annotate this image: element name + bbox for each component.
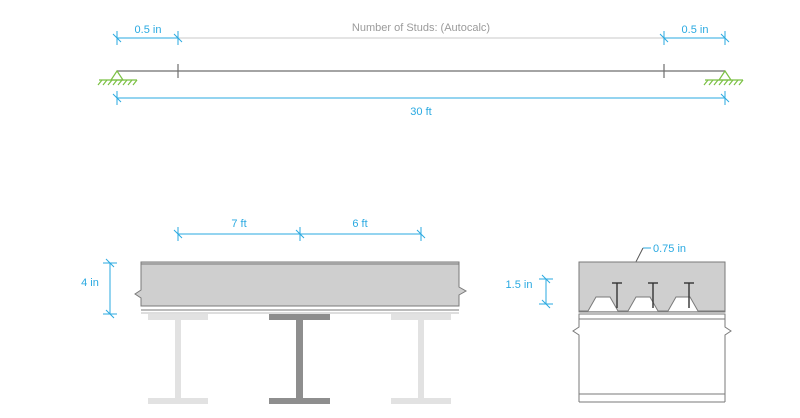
detail-top-flange	[578, 313, 726, 320]
left-adjacent-beam	[148, 314, 208, 404]
deck-detail: 0.75 in 1.5 in	[506, 243, 732, 403]
deck-height-label: 1.5 in	[506, 279, 533, 291]
main-beam	[269, 314, 330, 404]
right-offset-label: 0.5 in	[682, 24, 709, 36]
detail-web-right-break	[724, 319, 732, 402]
spacing-left-label: 7 ft	[231, 218, 246, 230]
slab-thickness-label: 4 in	[81, 277, 99, 289]
left-offset-label: 0.5 in	[135, 24, 162, 36]
shear-studs	[612, 282, 694, 308]
span-label: 30 ft	[410, 106, 431, 118]
left-pin-support-icon	[97, 69, 138, 86]
stud-diameter-label: 0.75 in	[653, 243, 686, 255]
right-adjacent-beam	[391, 314, 451, 404]
concrete-slab	[134, 261, 468, 307]
top-dimension-ticks	[112, 31, 730, 45]
detail-web-left-break	[572, 319, 580, 402]
right-pin-support-icon	[703, 69, 744, 86]
studs-label: Number of Studs: (Autocalc)	[352, 22, 490, 34]
beam-elevation: 0.5 in Number of Studs: (Autocalc) 0.5 i…	[97, 22, 744, 118]
spacing-right-label: 6 ft	[352, 218, 367, 230]
cross-section: 7 ft 6 ft 4 in	[81, 218, 468, 404]
